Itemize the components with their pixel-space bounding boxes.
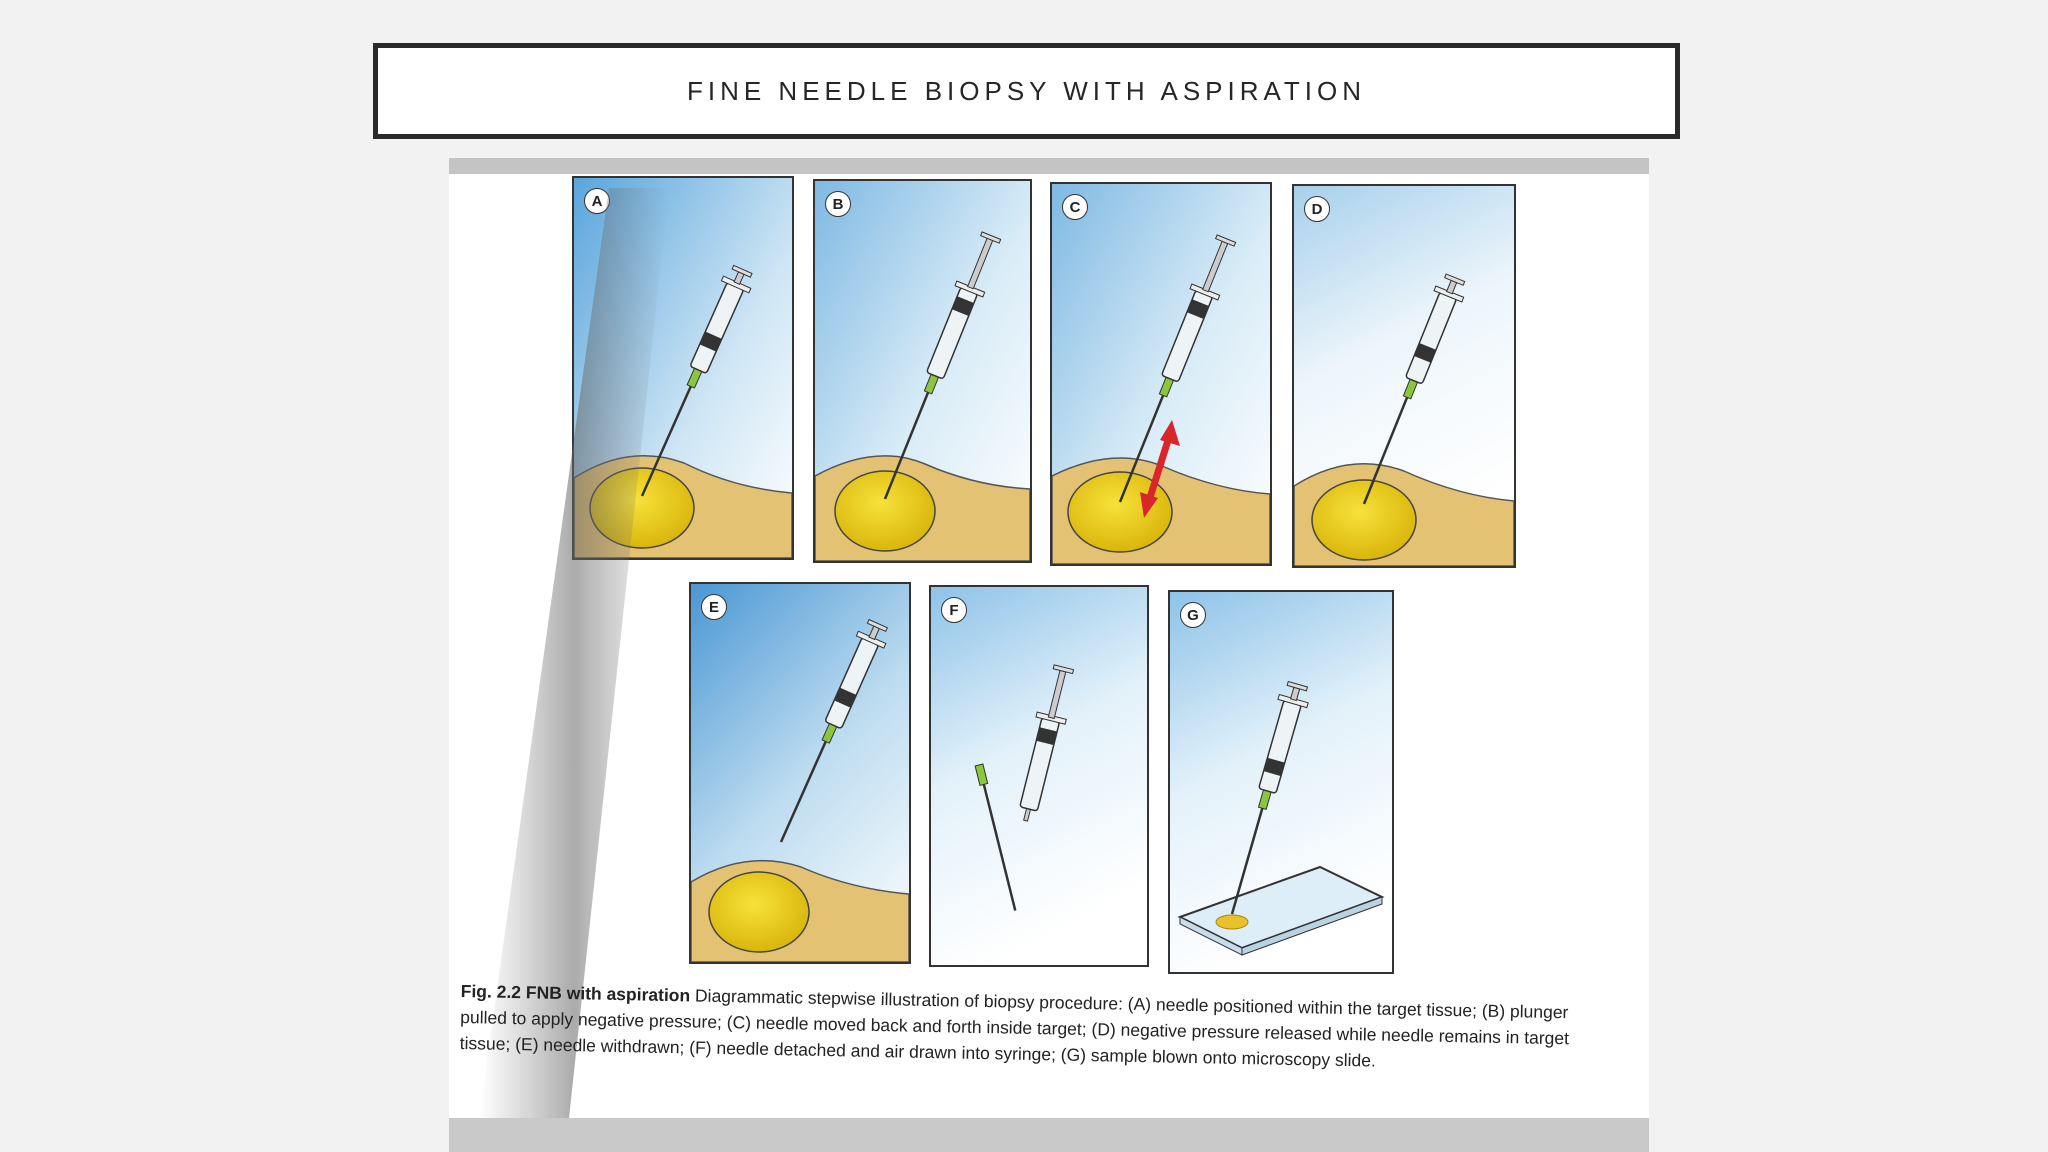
red-motion-arrow: [1140, 420, 1180, 518]
panel-e: E: [689, 582, 911, 964]
panel-letter: C: [1062, 194, 1088, 220]
panel-letter: A: [584, 188, 610, 214]
figure-caption: Fig. 2.2 FNB with aspiration Diagrammati…: [460, 978, 1611, 1078]
scan-bottom-strip: [449, 1118, 1649, 1152]
panel-letter: F: [941, 597, 967, 623]
microscopy-slide: [1177, 865, 1385, 956]
caption-lead: Fig. 2.2 FNB with aspiration: [460, 980, 691, 1006]
panel-letter: E: [701, 594, 727, 620]
panel-b: B: [813, 179, 1032, 563]
slide-title-box: FINE NEEDLE BIOPSY WITH ASPIRATION: [373, 43, 1680, 139]
panel-c: C: [1050, 182, 1272, 566]
scan-top-strip: [449, 158, 1649, 174]
biopsy-figure: A B: [449, 158, 1649, 1152]
panel-letter: G: [1180, 602, 1206, 628]
panel-letter: B: [825, 191, 851, 217]
panel-a: A: [572, 176, 794, 560]
slide-title: FINE NEEDLE BIOPSY WITH ASPIRATION: [686, 75, 1367, 106]
panel-g: G: [1168, 590, 1394, 974]
panel-f: F: [929, 585, 1149, 967]
panel-d: D: [1292, 184, 1516, 568]
panel-letter: D: [1304, 196, 1330, 222]
